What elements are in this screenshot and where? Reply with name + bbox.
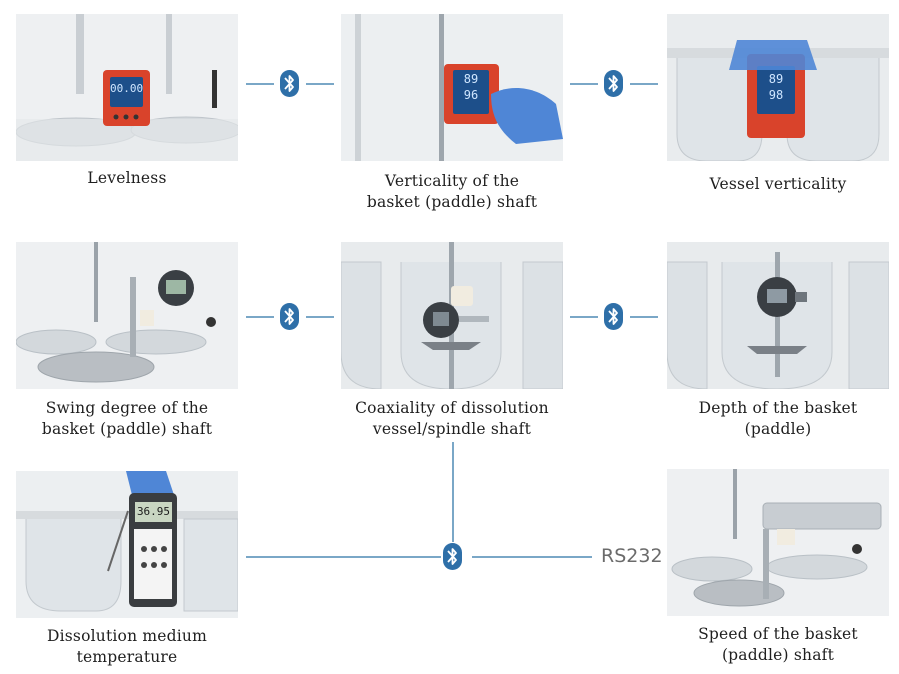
swing-scene <box>16 242 238 389</box>
caption-coaxiality: Coaxiality of dissolution vessel/spindle… <box>355 399 549 438</box>
caption-swing-degree: Swing degree of the basket (paddle) shaf… <box>41 399 213 438</box>
coaxiality-scene <box>341 242 563 389</box>
connector-line <box>306 83 334 85</box>
thermometer-reading: 36.95 <box>136 505 171 518</box>
vert-reading-bottom: 96 <box>463 88 479 102</box>
level-reading: 00.00 <box>110 82 144 95</box>
connector-line <box>246 556 441 558</box>
caption-levelness: Levelness <box>87 169 167 187</box>
photo-levelness: 00.00 <box>16 14 238 161</box>
temperature-scene <box>16 471 238 618</box>
depth-scene <box>667 242 889 389</box>
bluetooth-icon <box>280 303 299 330</box>
connector-vertical-line <box>452 442 454 542</box>
vert-reading-top: 89 <box>463 72 479 86</box>
caption-verticality-shaft: Verticality of the basket (paddle) shaft <box>366 172 538 211</box>
connector-line <box>570 83 598 85</box>
photo-verticality-shaft: 89 96 <box>341 14 563 161</box>
bluetooth-icon <box>443 543 462 570</box>
speed-scene <box>667 469 889 616</box>
caption-depth: Depth of the basket (paddle) <box>698 399 858 438</box>
connector-line <box>246 83 274 85</box>
levelness-scene <box>16 14 238 161</box>
connector-line <box>306 316 334 318</box>
photo-swing-degree <box>16 242 238 389</box>
vessel-reading-top: 89 <box>768 72 784 86</box>
photo-speed <box>667 469 889 616</box>
caption-temperature: Dissolution medium temperature <box>46 627 208 666</box>
connector-line <box>472 556 592 558</box>
caption-speed: Speed of the basket (paddle) shaft <box>698 625 858 664</box>
connector-line <box>630 83 658 85</box>
caption-vessel-verticality: Vessel verticality <box>709 175 847 193</box>
connector-line <box>630 316 658 318</box>
connector-line <box>246 316 274 318</box>
bluetooth-icon <box>604 303 623 330</box>
photo-coaxiality <box>341 242 563 389</box>
photo-temperature: 36.95 <box>16 471 238 618</box>
vessel-scene <box>667 14 889 161</box>
connector-line <box>570 316 598 318</box>
photo-depth <box>667 242 889 389</box>
vessel-reading-bottom: 98 <box>768 88 784 102</box>
rs232-label: RS232 <box>601 545 663 567</box>
verticality-scene <box>341 14 563 161</box>
bluetooth-icon <box>280 70 299 97</box>
photo-vessel-verticality: 89 98 <box>667 14 889 161</box>
bluetooth-icon <box>604 70 623 97</box>
